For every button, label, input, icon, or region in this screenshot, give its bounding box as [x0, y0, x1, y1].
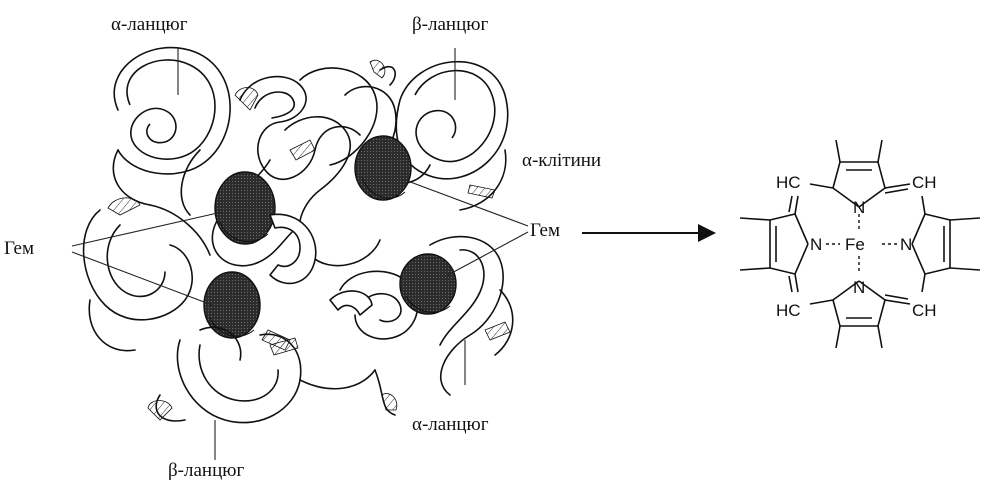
alpha-chain-top-left: [113, 48, 230, 205]
alpha-chain-left-lower: [84, 198, 210, 351]
beta-chain-top-right: [396, 48, 507, 210]
group-hc-bottom: HC: [776, 301, 801, 320]
arrow-to-heme-structure: [582, 224, 716, 242]
heme-group-1: [355, 136, 411, 200]
heme-group-3: [204, 272, 260, 338]
beta-chain-bottom: [148, 330, 375, 460]
group-ch-bottom: CH: [912, 301, 937, 320]
atom-n-top: N: [853, 198, 865, 217]
atom-n-right: N: [900, 235, 912, 254]
label-heme-right: Гем: [530, 220, 560, 241]
hemoglobin-molecule: [72, 48, 528, 460]
label-alpha-cells: α-клітини: [522, 150, 601, 171]
heme-leader-right-2: [448, 232, 528, 275]
heme-leader-left-1: [72, 212, 222, 246]
label-alpha-chain-bottom: α-ланцюг: [412, 414, 489, 435]
heme-group-2: [215, 172, 275, 244]
label-beta-chain-bottom: β-ланцюг: [168, 460, 244, 481]
heme-leader-right-1: [405, 180, 528, 226]
atom-fe: Fe: [845, 235, 865, 254]
heme-group-4: [400, 254, 456, 314]
atom-n-bottom: N: [853, 278, 865, 297]
heme-structural-formula: Fe N N N N HC CH HC CH: [740, 140, 980, 348]
atom-n-left: N: [810, 235, 822, 254]
group-ch-top: CH: [912, 173, 937, 192]
label-alpha-chain-top: α-ланцюг: [111, 14, 188, 35]
label-heme-left: Гем: [4, 238, 34, 259]
label-beta-chain-top: β-ланцюг: [412, 14, 488, 35]
group-hc-top: HC: [776, 173, 801, 192]
